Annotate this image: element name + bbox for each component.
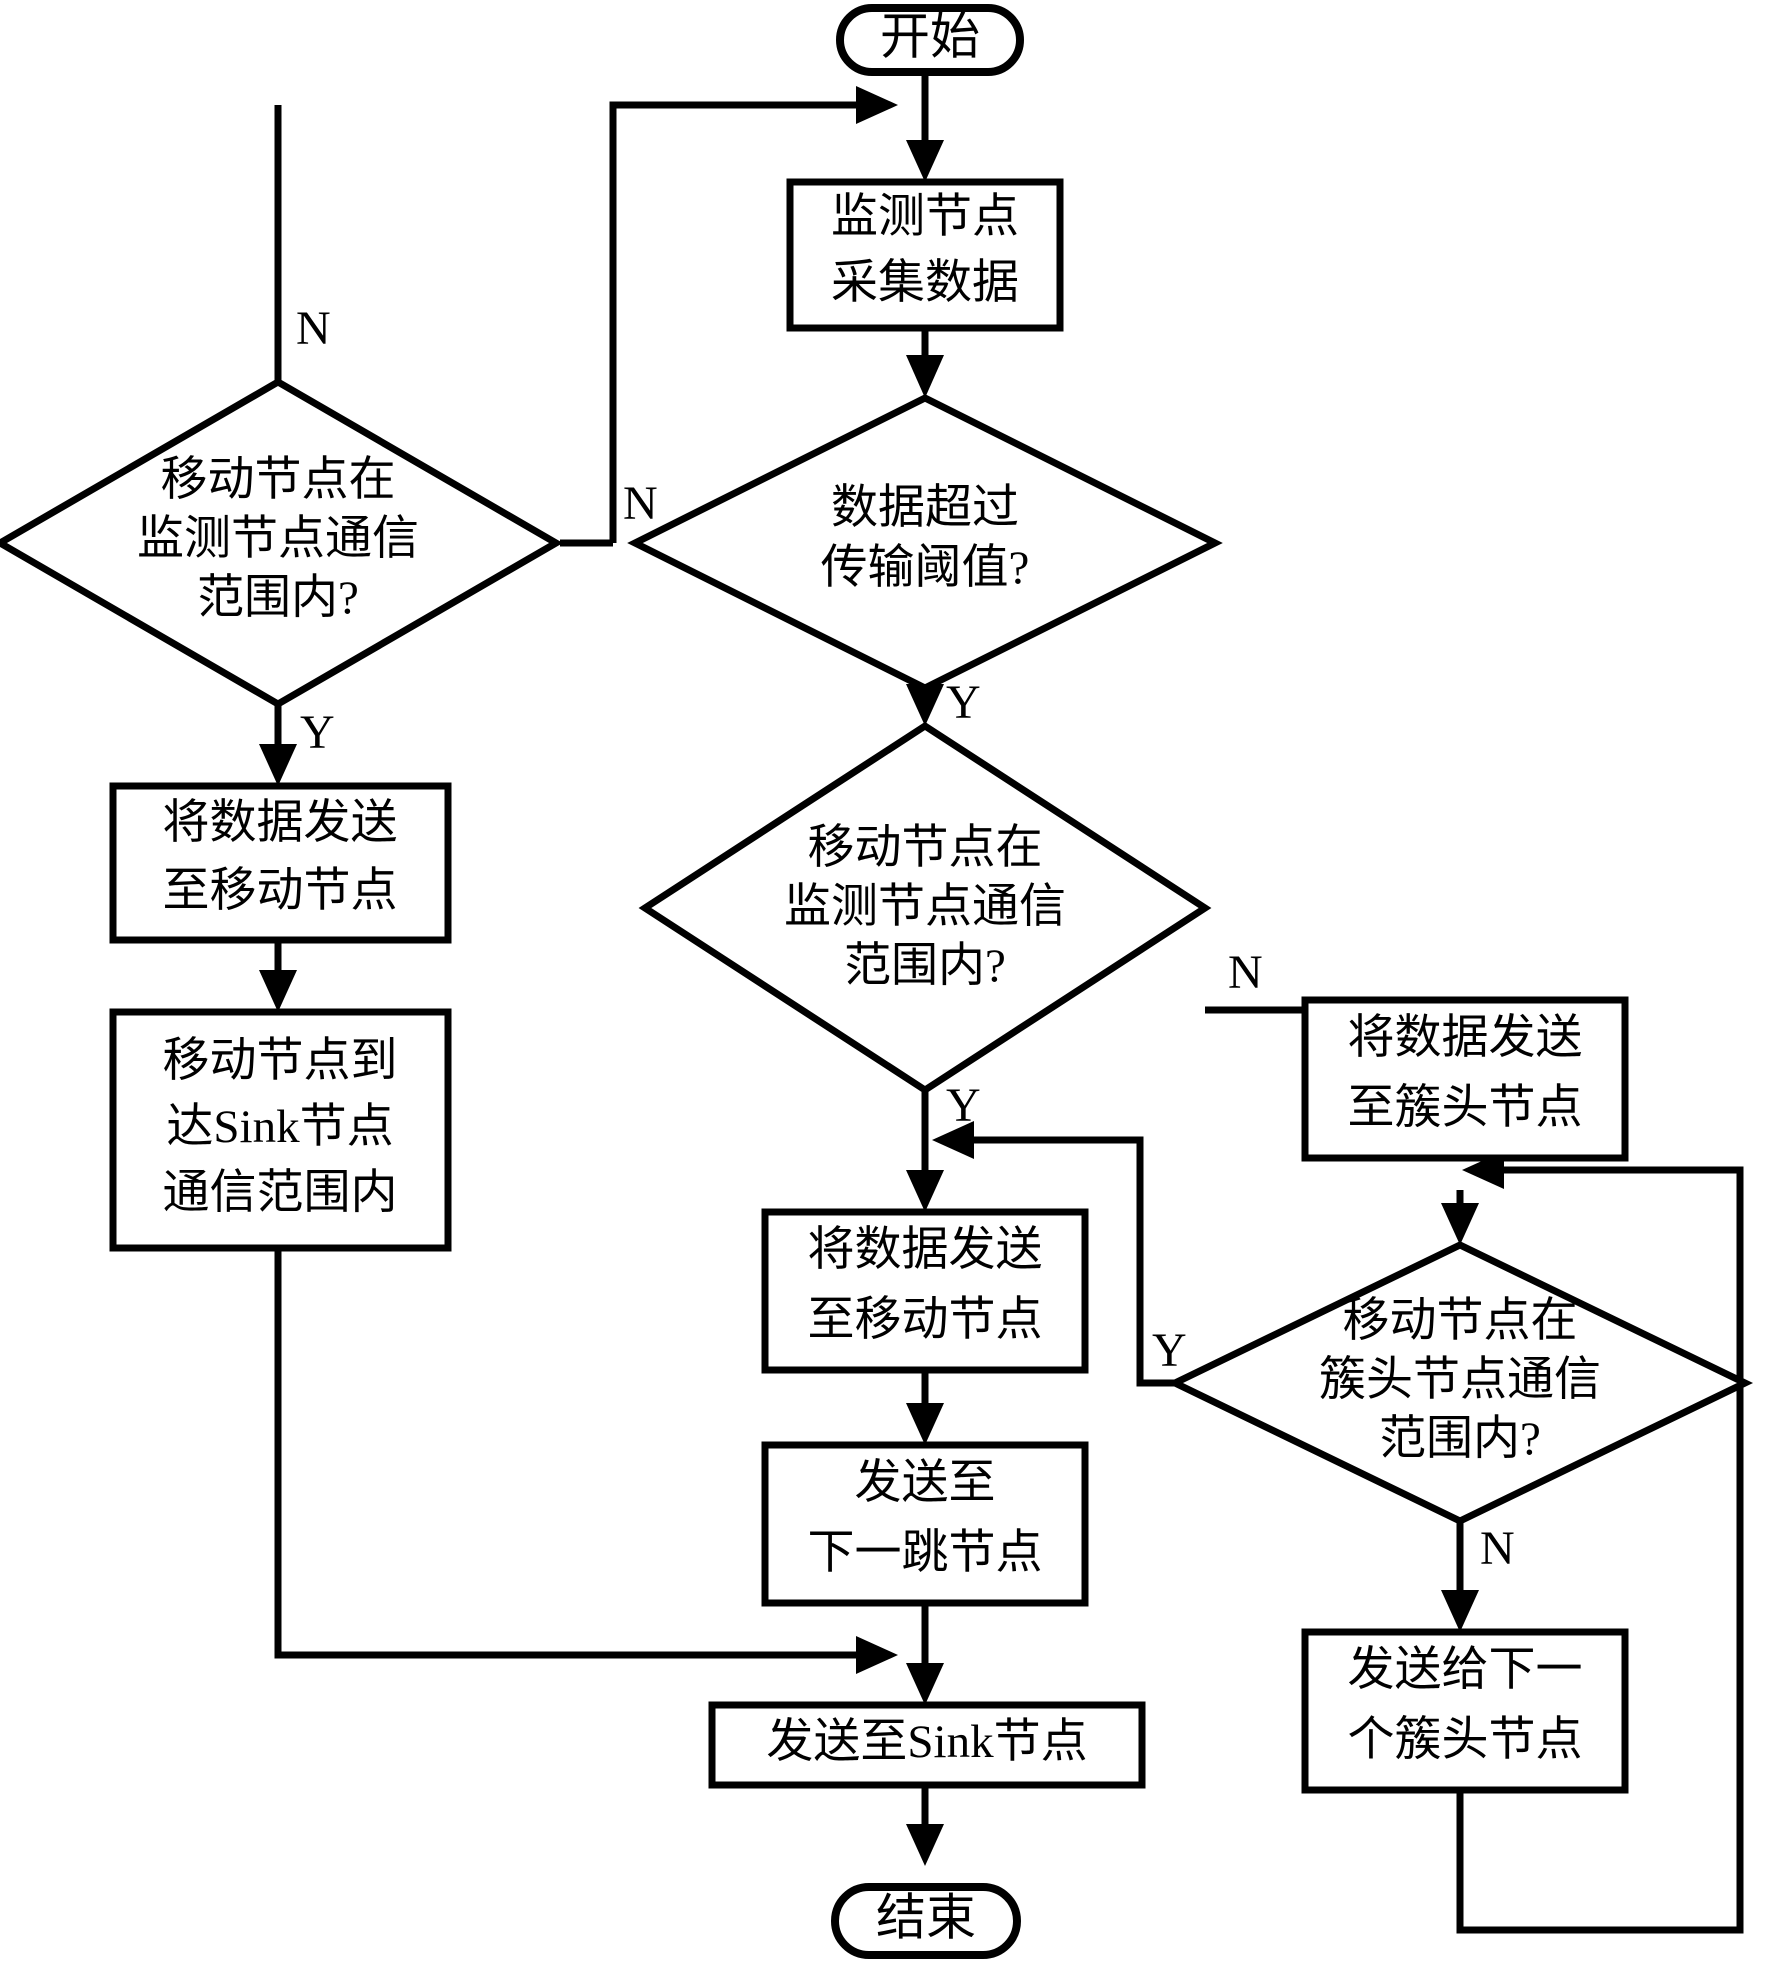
node-center-decision-line2: 监测节点通信 — [784, 881, 1066, 933]
edge-right-decision-no — [1441, 1520, 1479, 1632]
node-center-decision-line3: 范围内? — [844, 940, 1006, 992]
node-send-sink-line1: 发送至Sink节点 — [766, 1716, 1087, 1768]
node-end[interactable]: 结束 — [831, 1883, 1021, 1959]
branch-label-left-decision-no: N — [296, 302, 331, 355]
node-center-next-hop[interactable]: 发送至 下一跳节点 — [761, 1441, 1089, 1607]
node-center-send-to-mobile[interactable]: 将数据发送 至移动节点 — [761, 1208, 1089, 1374]
node-center-next-hop-line1: 发送至 — [855, 1457, 996, 1509]
node-right-decision-line3: 范围内? — [1379, 1413, 1541, 1465]
node-right-next-ch-line1: 发送给下一 — [1348, 1644, 1583, 1696]
node-right-decision[interactable]: 移动节点在 簇头节点通信 范围内? — [1166, 1241, 1754, 1525]
edge-center-send-to-next-hop — [906, 1370, 944, 1445]
node-left-mobile-sink-line2: 达Sink节点 — [166, 1101, 393, 1153]
node-start-label: 开始 — [880, 8, 980, 64]
branch-label-center-decision-yes: Y — [946, 1079, 981, 1132]
node-left-mobile-sink-line1: 移动节点到 — [163, 1035, 398, 1087]
node-end-label: 结束 — [876, 1889, 976, 1945]
node-center-next-hop-line2: 下一跳节点 — [808, 1527, 1043, 1579]
node-center-send-line2: 至移动节点 — [808, 1294, 1043, 1346]
node-right-next-cluster-head[interactable]: 发送给下一 个簇头节点 — [1301, 1628, 1629, 1794]
node-right-send-ch-line2: 至簇头节点 — [1348, 1082, 1583, 1134]
branch-label-threshold-no: N — [623, 477, 658, 530]
node-right-next-ch-line2: 个簇头节点 — [1348, 1714, 1583, 1766]
branch-label-threshold-yes: Y — [946, 676, 981, 729]
node-left-send-line1: 将数据发送 — [163, 797, 398, 849]
node-threshold-decision[interactable]: 数据超过 传输阈值? — [627, 394, 1223, 692]
node-left-decision[interactable]: 移动节点在 监测节点通信 范围内? — [0, 377, 563, 709]
node-left-send-to-mobile[interactable]: 将数据发送 至移动节点 — [109, 782, 452, 944]
branch-label-right-decision-no: N — [1480, 1522, 1515, 1575]
node-send-to-sink[interactable]: 发送至Sink节点 — [708, 1701, 1146, 1789]
node-right-send-ch-line1: 将数据发送 — [1348, 1012, 1583, 1064]
node-threshold-line1: 数据超过 — [831, 482, 1019, 534]
edge-left-mobile-sink-to-send-sink — [274, 1248, 898, 1674]
node-right-decision-line1: 移动节点在 — [1343, 1295, 1578, 1347]
node-collect-data[interactable]: 监测节点 采集数据 — [786, 178, 1064, 332]
node-left-mobile-sink-line3: 通信范围内 — [163, 1167, 398, 1219]
edge-center-next-hop-to-send-sink — [906, 1603, 944, 1705]
node-center-send-line1: 将数据发送 — [808, 1224, 1043, 1276]
edge-threshold-no — [609, 86, 898, 543]
edge-center-decision-yes — [906, 1090, 944, 1212]
node-right-send-to-cluster-head[interactable]: 将数据发送 至簇头节点 — [1301, 996, 1629, 1162]
branch-label-center-decision-no: N — [1228, 946, 1263, 999]
node-left-decision-line2: 监测节点通信 — [137, 513, 419, 565]
branch-label-right-decision-yes: Y — [1152, 1324, 1187, 1377]
node-left-mobile-reach-sink[interactable]: 移动节点到 达Sink节点 通信范围内 — [109, 1008, 452, 1252]
node-left-decision-line3: 范围内? — [197, 572, 359, 624]
node-start[interactable]: 开始 — [836, 4, 1024, 76]
node-center-decision[interactable]: 移动节点在 监测节点通信 范围内? — [638, 721, 1212, 1095]
branch-label-left-decision-yes: Y — [300, 706, 335, 759]
edge-collect-to-threshold — [906, 328, 944, 398]
edge-left-send-to-mobile-sink — [259, 940, 297, 1012]
node-collect-line2: 采集数据 — [831, 257, 1019, 309]
edge-start-to-collect — [906, 72, 944, 182]
node-center-decision-line1: 移动节点在 — [808, 822, 1043, 874]
edge-right-send-ch-to-right-decision — [1441, 1190, 1479, 1245]
node-threshold-line2: 传输阈值? — [821, 542, 1030, 594]
edge-send-sink-to-end — [906, 1785, 944, 1866]
edge-left-decision-yes — [259, 700, 297, 786]
node-left-send-line2: 至移动节点 — [163, 865, 398, 917]
node-collect-line1: 监测节点 — [831, 191, 1019, 243]
node-right-decision-line2: 簇头节点通信 — [1319, 1354, 1601, 1406]
node-left-decision-line1: 移动节点在 — [161, 454, 396, 506]
